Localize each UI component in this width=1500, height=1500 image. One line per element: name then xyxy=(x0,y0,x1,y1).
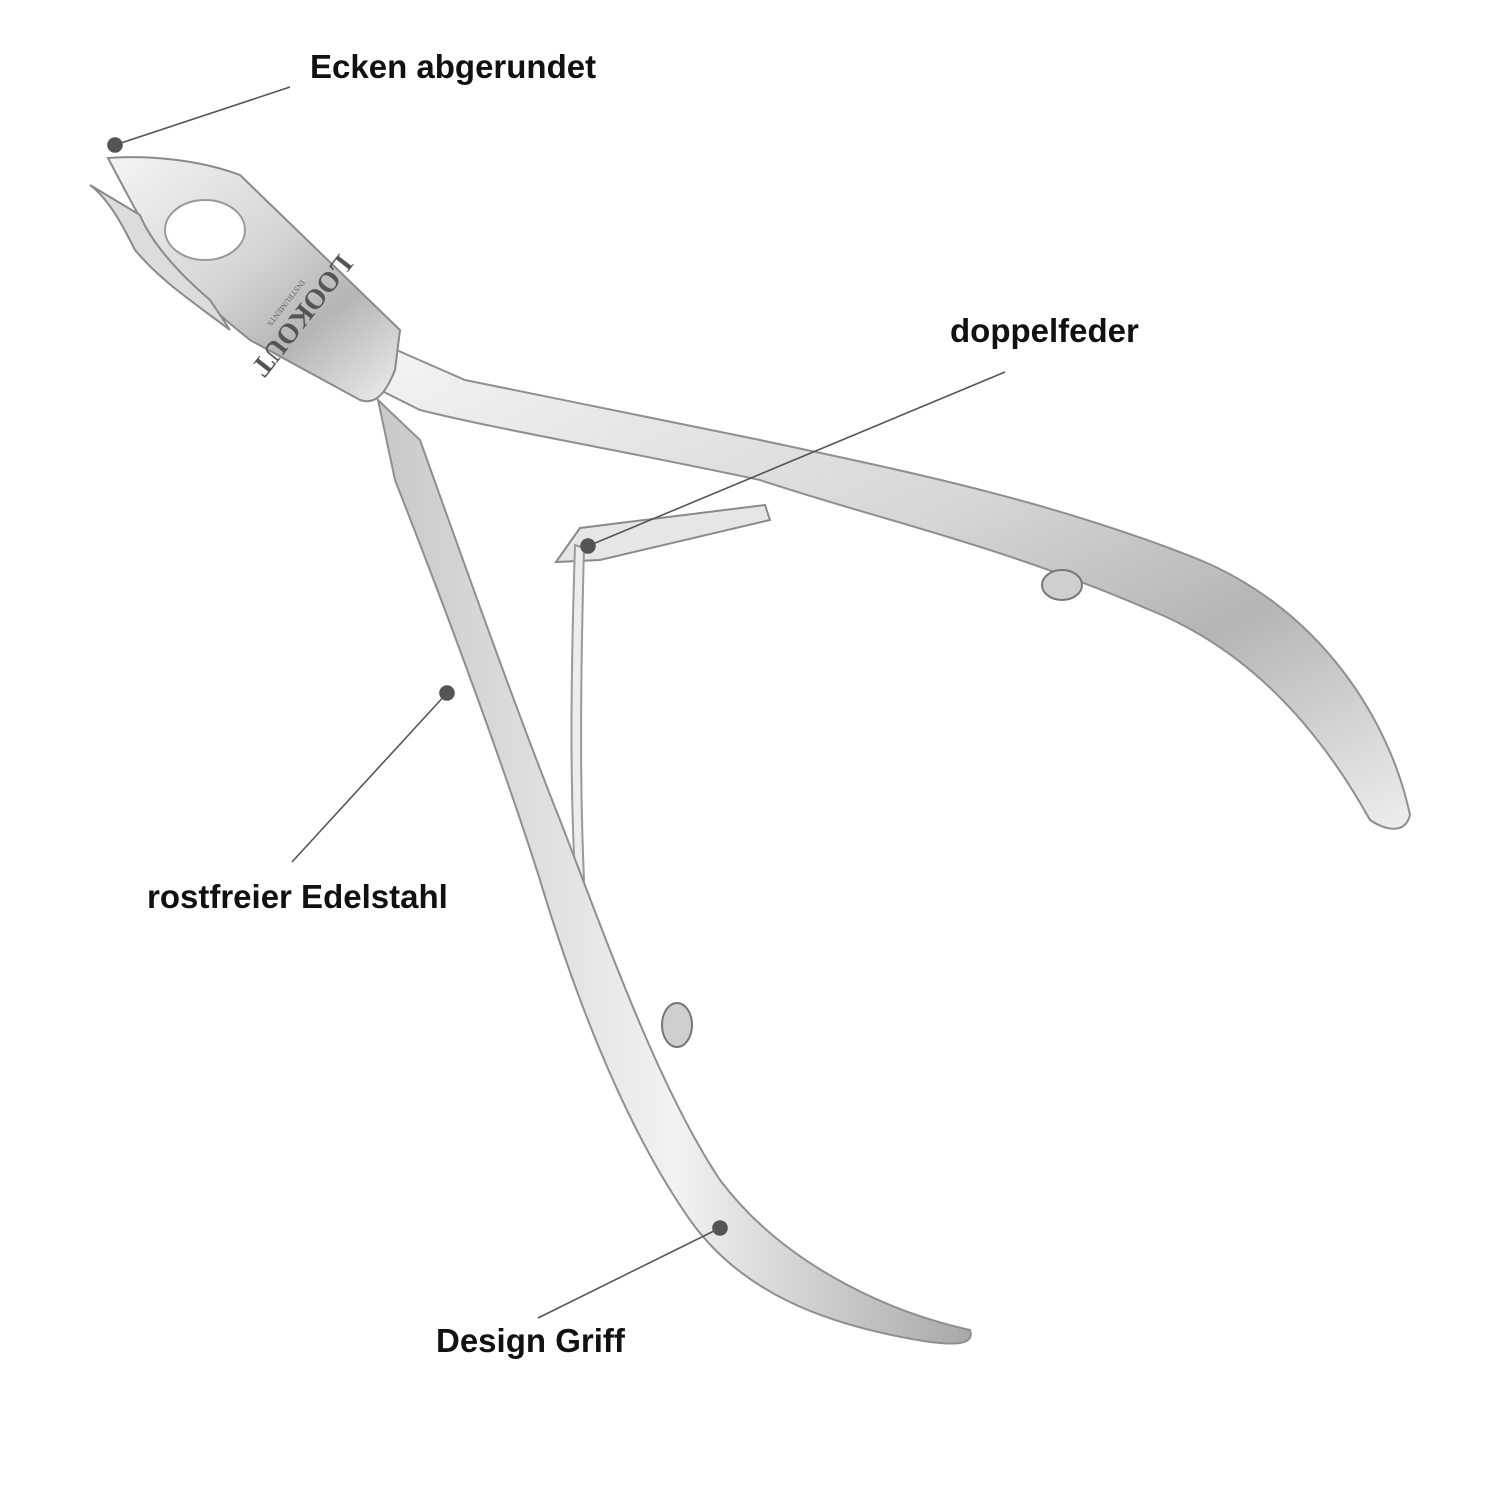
pivot-screw-upper xyxy=(1041,569,1083,601)
cutting-jaw xyxy=(89,184,231,331)
upper-handle xyxy=(378,343,1412,830)
callout-label-handle: Design Griff xyxy=(436,1322,625,1359)
lower-handle xyxy=(376,397,972,1345)
jaw-opening xyxy=(164,199,246,261)
callout-label-spring: doppelfeder xyxy=(950,312,1139,349)
callout-dot-spring xyxy=(580,538,596,554)
callout-label-corners: Ecken abgerundet xyxy=(310,48,597,85)
callout-dot-material xyxy=(439,685,455,701)
callout-dot-corners xyxy=(107,137,123,153)
pivot-screw-lower xyxy=(661,1002,693,1048)
callout-leaders xyxy=(107,86,1006,1319)
callout-label-material: rostfreier Edelstahl xyxy=(147,878,448,915)
callout-dot-handle xyxy=(712,1220,728,1236)
